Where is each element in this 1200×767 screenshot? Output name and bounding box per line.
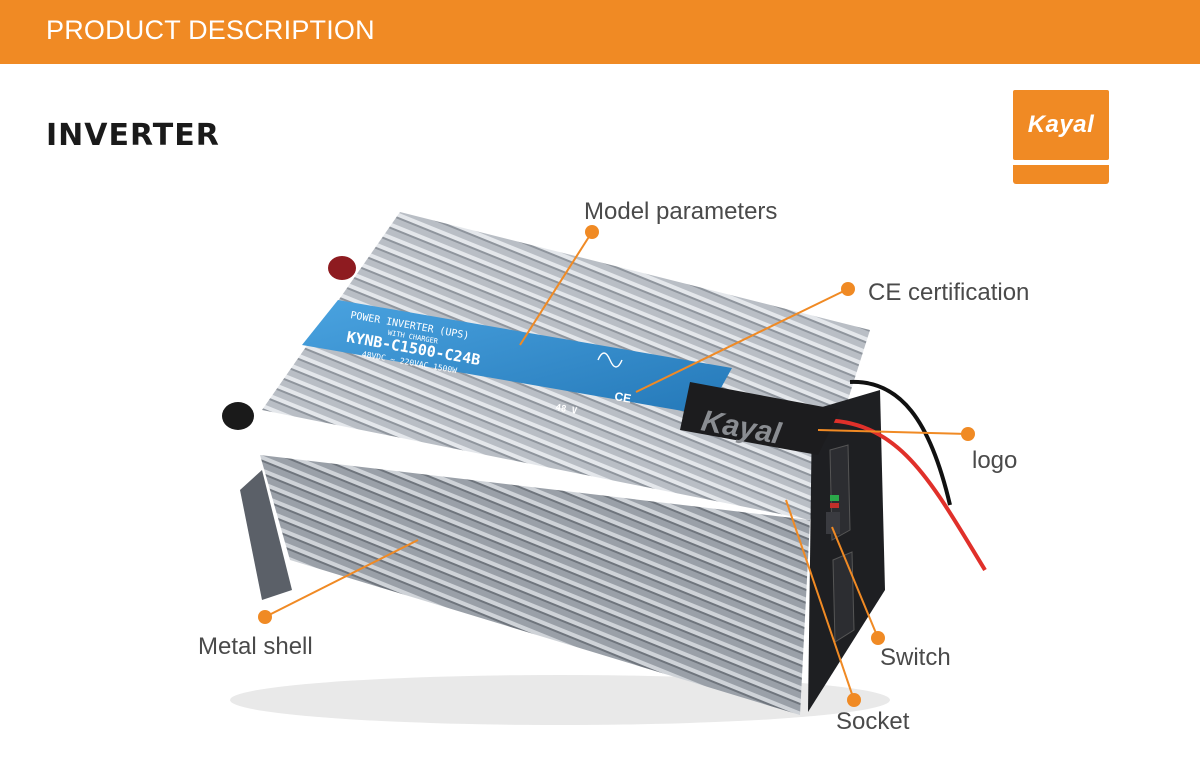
callout-ce-certification: CE certification: [868, 279, 1030, 306]
black-cable: [849, 379, 952, 506]
callout-lines: [264, 231, 969, 701]
brand-logo-text: Kayal: [1027, 111, 1095, 138]
red-cable: [819, 418, 987, 572]
brand-logo-box: [1013, 90, 1109, 160]
sine-wave-icon: [597, 352, 623, 368]
lower-shell: [260, 455, 810, 715]
indicator-led-green: [830, 495, 839, 501]
brand-logo: Kayal: [1013, 90, 1109, 184]
positive-terminal: [328, 256, 356, 280]
callout-metal-shell: Metal shell: [198, 633, 313, 660]
power-switch: [826, 512, 840, 534]
socket-outlet-2: [832, 551, 855, 643]
callout-socket: Socket: [836, 708, 910, 735]
indicator-led-red: [830, 503, 839, 508]
header-banner: PRODUCT DESCRIPTION: [0, 0, 1200, 64]
model-label: [302, 300, 732, 415]
front-panel: [808, 390, 885, 712]
callout-model-parameters: Model parameters: [584, 198, 778, 225]
ce-mark: CE: [613, 389, 632, 406]
brand-logo-bar: [1013, 165, 1109, 184]
callout-logo: logo: [972, 447, 1018, 474]
callout-switch: Switch: [880, 644, 951, 671]
logo-plate: [680, 382, 840, 455]
negative-terminal: [222, 402, 254, 430]
banner-title: PRODUCT DESCRIPTION: [46, 15, 375, 45]
callout-dots: [258, 225, 975, 707]
svg-text:48 V: 48 V: [555, 403, 579, 417]
side-end-cap: [240, 470, 292, 600]
page-title: INVERTER: [46, 118, 220, 153]
